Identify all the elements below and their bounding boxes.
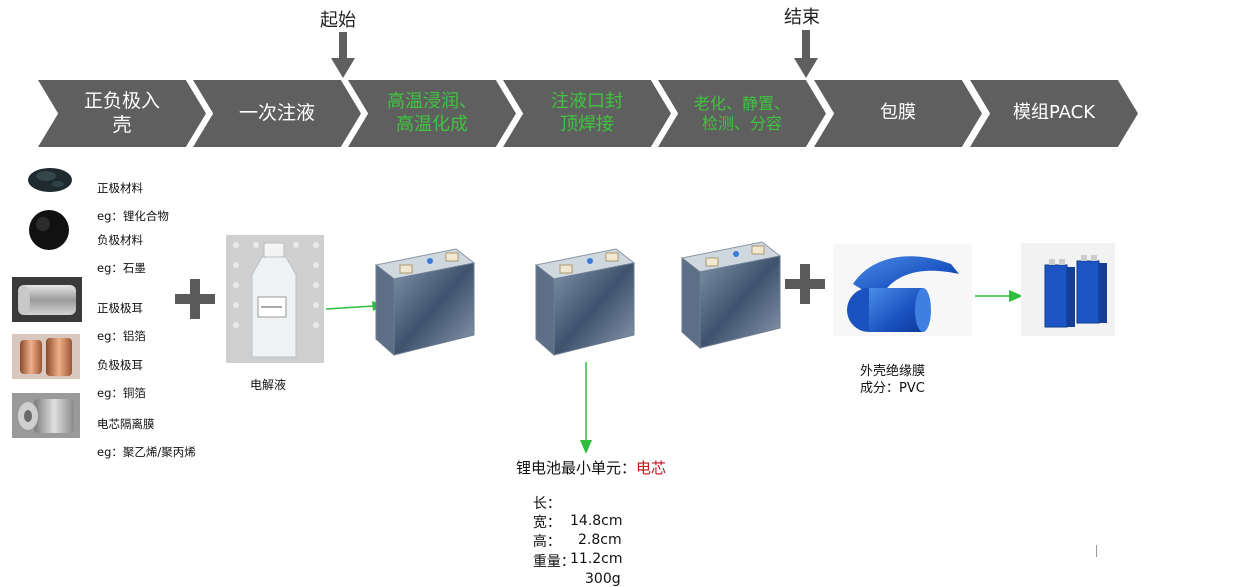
step-chevron-4: 注液口封 顶焊接: [503, 80, 671, 147]
electrolyte-bottle-image: [226, 235, 324, 363]
spec-value: 300g: [585, 571, 621, 587]
material-name: 正极极耳: [97, 301, 143, 315]
spec-key: 宽：: [532, 515, 561, 531]
electrolyte-label: 电解液: [250, 378, 287, 392]
module-pack-image: [1021, 243, 1115, 336]
insulation-caption: 外壳绝缘膜 成分：PVC: [860, 363, 925, 397]
material-positive-tab: 正极极耳 eg：铝箔: [97, 287, 146, 357]
spec-value: 11.2cm: [570, 551, 623, 567]
graphite-powder-icon: [29, 210, 69, 250]
divider: [1096, 545, 1097, 557]
spec-value: 2.8cm: [578, 532, 622, 548]
material-anode: 负极材料 eg：石墨: [97, 219, 146, 289]
spec-value: 14.8cm: [570, 513, 623, 529]
step-chevron-7: 模组PACK: [970, 80, 1138, 147]
flow-arrow-down: [580, 362, 592, 454]
step-chevron-1: 正负极入 壳: [38, 80, 206, 147]
material-example: eg：聚乙烯/聚丙烯: [97, 445, 196, 459]
insulation-line-2: 成分：PVC: [860, 381, 925, 396]
material-name: 负极材料: [97, 233, 143, 247]
end-marker-label: 结束: [784, 7, 820, 28]
step-label-1: 正负极入 壳: [83, 89, 160, 136]
battery-cell-image-3: [680, 241, 782, 350]
step-label-3: 高温浸润、 高温化成: [387, 91, 477, 135]
cell-spec-title-text: 锂电池最小单元：: [516, 459, 637, 477]
step-chevron-5: 老化、静置、 检测、分容: [658, 80, 826, 147]
cell-spec-row-length: 长： 14.8cm: [524, 477, 623, 529]
material-example: eg：铜箔: [97, 386, 146, 400]
material-negative-tab: 负极极耳 eg：铜箔: [97, 344, 146, 414]
material-example: eg：锂化合物: [97, 209, 169, 223]
material-name: 电芯隔离膜: [97, 417, 155, 431]
spec-key: 长：: [532, 496, 561, 512]
step-chevron-3: 高温浸润、 高温化成: [348, 80, 516, 147]
cathode-powder-icon: [28, 168, 72, 192]
cell-spec-title-highlight: 电芯: [636, 459, 667, 477]
step-label-2: 一次注液: [238, 101, 315, 124]
plus-icon-1: [175, 279, 215, 319]
spec-key: 高：: [532, 534, 561, 550]
step-label-7: 模组PACK: [1012, 102, 1096, 124]
step-label-6: 包膜: [880, 102, 916, 124]
end-down-arrow-icon: [794, 30, 818, 78]
material-name: 负极极耳: [97, 358, 143, 372]
aluminum-foil-roll-icon: [12, 277, 82, 322]
step-chevron-2: 一次注液: [193, 80, 361, 147]
material-name: 正极材料: [97, 181, 143, 195]
separator-film-roll-icon: [12, 393, 80, 438]
battery-cell-image-1: [374, 248, 476, 357]
material-example: eg：石墨: [97, 261, 146, 275]
battery-cell-image-2: [534, 248, 636, 357]
cell-spec-row-width: 宽： 2.8cm: [524, 496, 622, 548]
material-cathode: 正极材料 eg：锂化合物: [97, 167, 169, 237]
step-label-5: 老化、静置、 检测、分容: [693, 93, 790, 133]
step-label-4: 注液口封 顶焊接: [551, 91, 623, 135]
spec-key: 重量：: [532, 554, 575, 570]
cell-spec-row-weight: 重量： 300g: [524, 535, 621, 587]
flow-arrow-2: [975, 290, 1023, 302]
material-separator: 电芯隔离膜 eg：聚乙烯/聚丙烯: [97, 403, 196, 473]
start-down-arrow-icon: [331, 32, 355, 78]
insulation-film-image: [833, 244, 972, 336]
step-chevron-6: 包膜: [814, 80, 982, 147]
start-marker-label: 起始: [320, 10, 356, 31]
cell-spec-title: 锂电池最小单元：电芯: [516, 457, 666, 478]
copper-foil-roll-icon: [12, 334, 80, 379]
plus-icon-2: [785, 264, 825, 304]
insulation-line-1: 外壳绝缘膜: [860, 364, 926, 379]
material-example: eg：铝箔: [97, 329, 146, 343]
